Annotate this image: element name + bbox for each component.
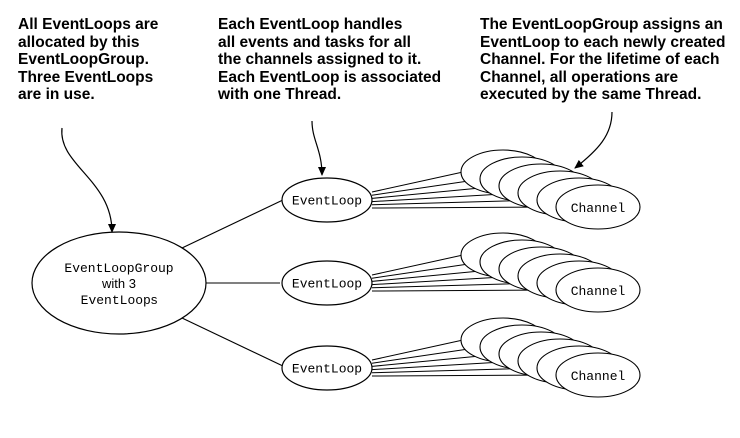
eventloop-ellipse xyxy=(281,345,373,391)
annotation-line: with one Thread. xyxy=(218,86,342,103)
channel-stack-2: Channel xyxy=(371,232,641,313)
eventloopgroup-node: EventLoopGroup with 3 EventLoops xyxy=(31,231,207,335)
arrow-to-channels xyxy=(574,111,613,169)
arrow-to-eventloopgroup xyxy=(61,127,116,233)
channel-connector-line xyxy=(371,346,483,364)
eventloop-node-2: EventLoop xyxy=(281,260,373,306)
annotation-line: executed by the same Thread. xyxy=(480,86,702,103)
annotation-line: Each EventLoop handles xyxy=(218,16,403,33)
channel-ellipse xyxy=(555,352,641,398)
eventloop-label: EventLoop xyxy=(292,194,362,209)
eventloopgroup-loops-mono: EventLoop xyxy=(81,293,151,308)
channel-connector-line xyxy=(371,339,464,361)
eventloopgroup-loops-suffix: s xyxy=(151,292,158,307)
channel-connector-line xyxy=(371,178,483,196)
eventloop-ellipse xyxy=(281,260,373,306)
annotation-line: Each EventLoop is associated xyxy=(218,68,442,86)
annotation-line: The EventLoopGroup assigns an xyxy=(480,16,723,33)
channel-stack-1: Channel xyxy=(371,149,641,230)
channel-connector-line xyxy=(371,261,483,279)
annotation-line: are in use. xyxy=(18,86,95,103)
annotation-channel: The EventLoopGroup assigns an EventLoop … xyxy=(480,16,725,104)
annotation-line: EventLoop to each newly created xyxy=(480,33,726,51)
eventloopgroup-count-label: with 3 xyxy=(101,276,136,291)
annotation-line: All EventLoops are xyxy=(18,16,159,33)
eventloopgroup-label: EventLoopGroup xyxy=(64,261,173,276)
channel-connector-line xyxy=(371,254,464,276)
eventloop-label: EventLoop xyxy=(292,277,362,292)
annotation-eventloop: Each EventLoop handles all events and ta… xyxy=(218,16,441,104)
connector-group-loop-1 xyxy=(181,198,286,249)
annotation-line: the channels assigned to it. xyxy=(218,51,422,68)
annotation-eventloopgroup: All EventLoops are allocated by this Eve… xyxy=(18,16,158,104)
eventloop-label: EventLoop xyxy=(292,362,362,377)
channel-ellipse xyxy=(555,184,641,230)
eventloop-node-3: EventLoop xyxy=(281,345,373,391)
eventloopgroup-loops-label: EventLoops xyxy=(81,292,158,308)
annotation-line: Channel. For the lifetime of each xyxy=(480,51,720,68)
annotation-line: EventLoopGroup. xyxy=(18,51,149,68)
eventloopgroup-ellipse xyxy=(31,231,207,335)
channel-label: Channel xyxy=(571,201,626,216)
eventloop-node-1: EventLoop xyxy=(281,177,373,223)
channel-stack-3: Channel xyxy=(371,317,641,398)
eventloop-ellipse xyxy=(281,177,373,223)
annotation-line: all events and tasks for all xyxy=(218,33,411,51)
channel-ellipse xyxy=(555,267,641,313)
channel-label: Channel xyxy=(571,284,626,299)
channel-label: Channel xyxy=(571,369,626,384)
arrow-to-eventloop xyxy=(311,120,326,176)
annotation-line: Three EventLoops xyxy=(18,68,154,86)
connector-group-loop-3 xyxy=(181,317,286,368)
channel-connector-line xyxy=(371,171,464,193)
annotation-line: allocated by this xyxy=(18,33,140,51)
annotation-line: Channel, all operations are xyxy=(480,68,679,86)
